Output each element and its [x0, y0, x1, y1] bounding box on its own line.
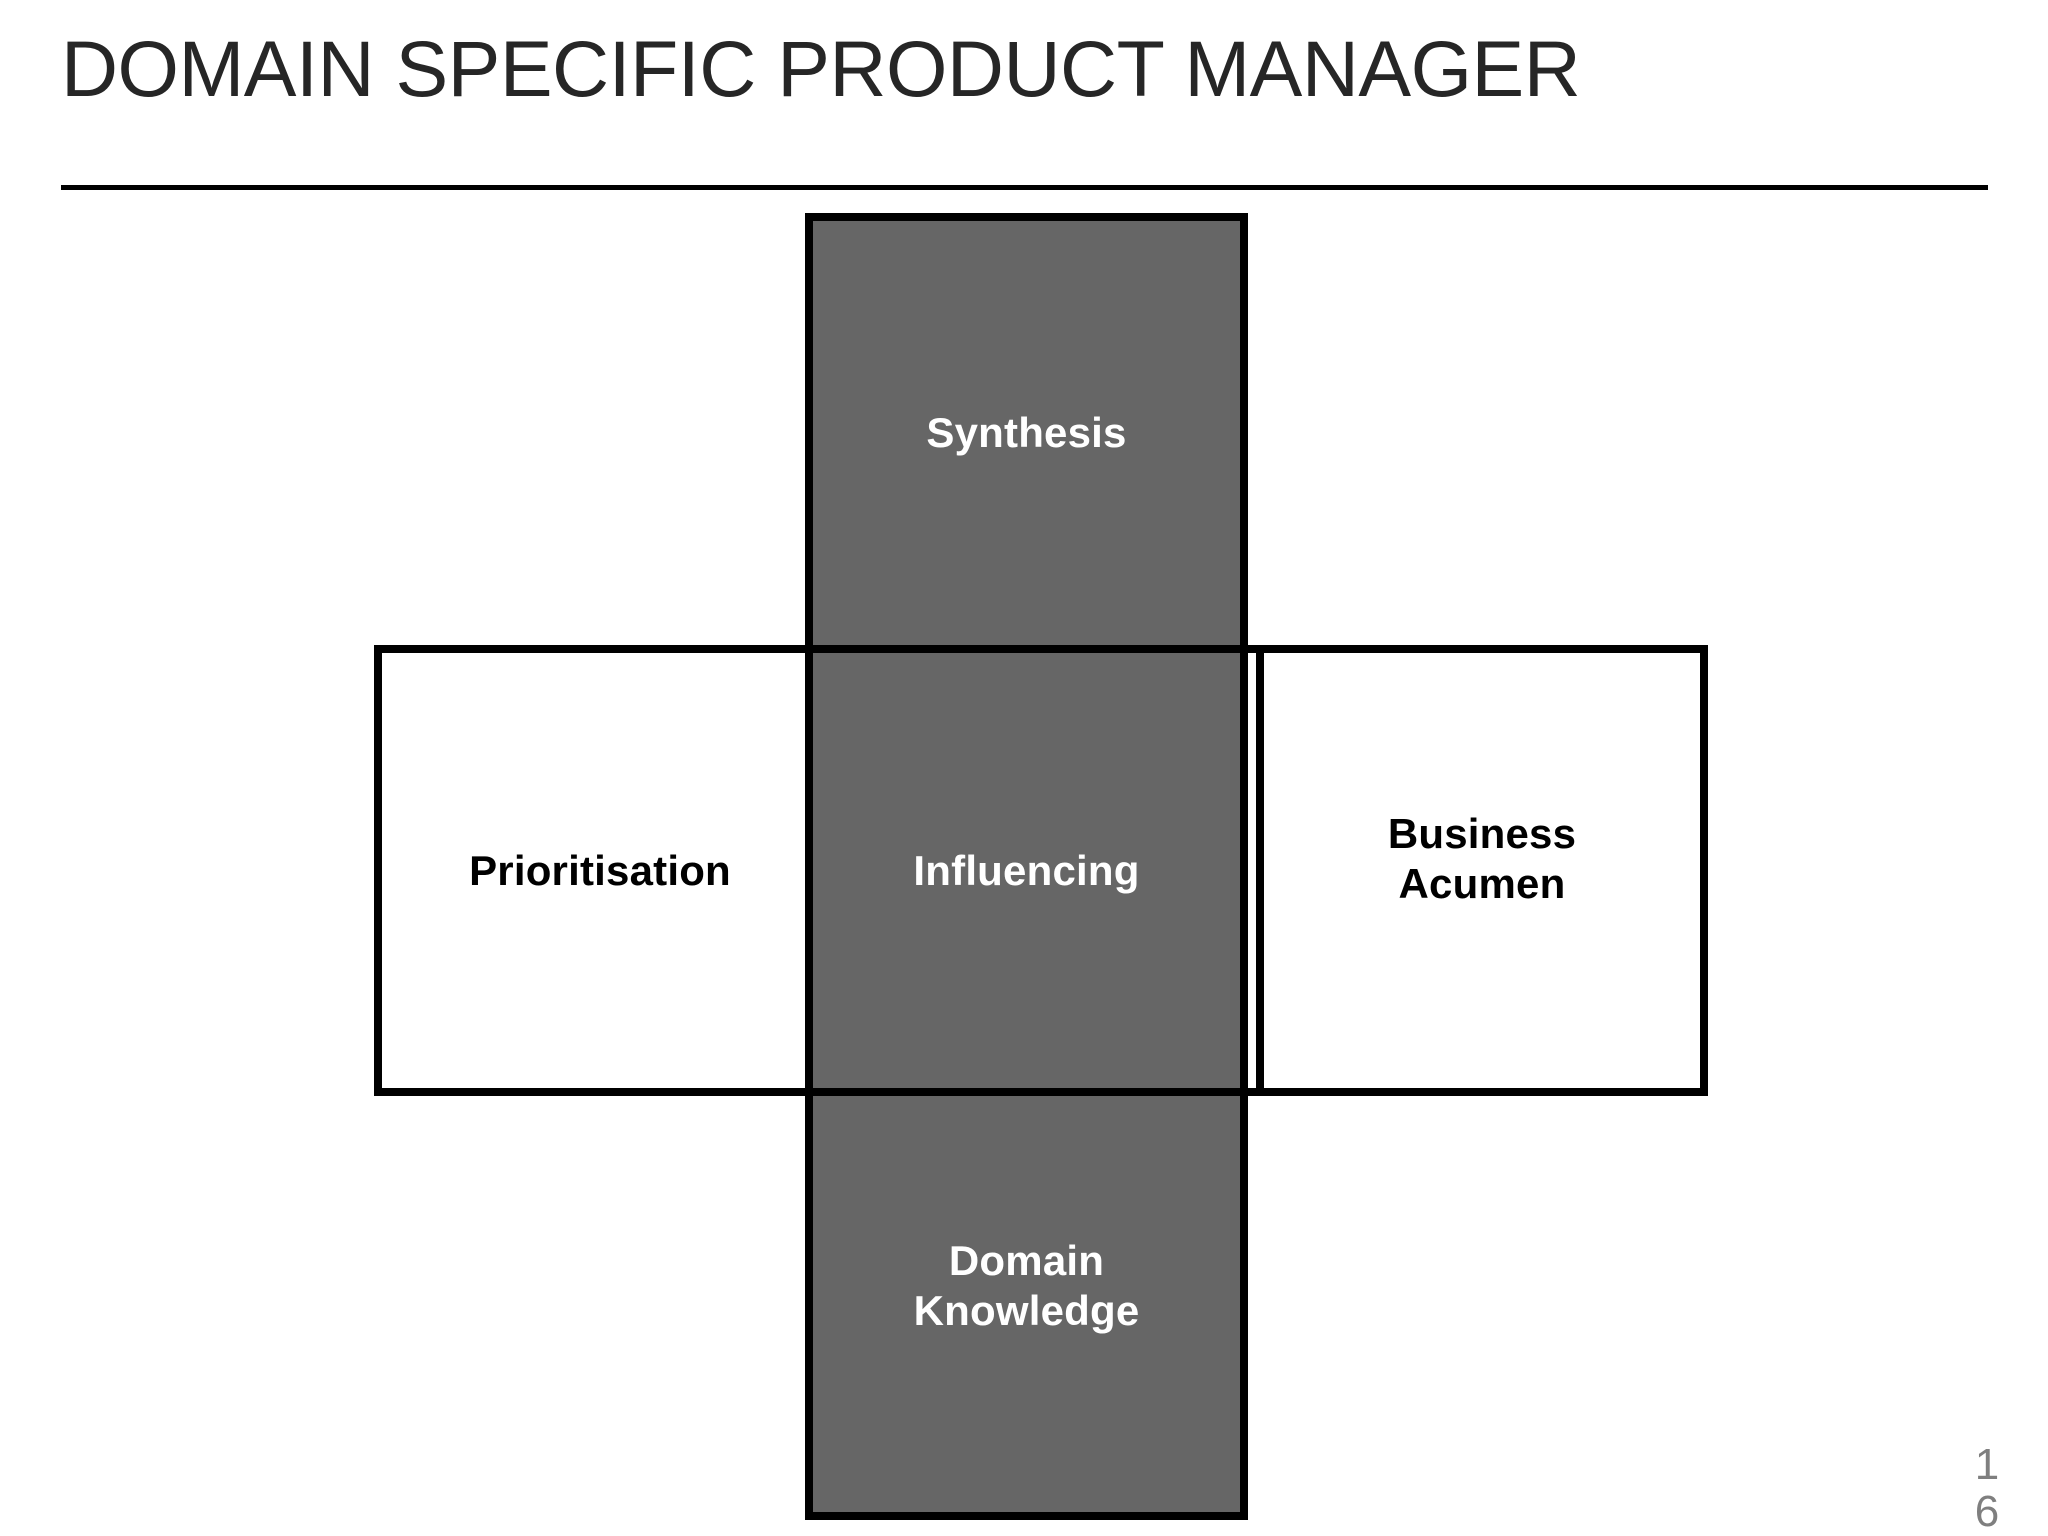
diagram-cell-prioritisation[interactable]: Prioritisation [374, 645, 826, 1096]
diagram-cell-business-acumen-label: Business Acumen [1388, 809, 1576, 908]
diagram-cell-prioritisation-label: Prioritisation [469, 846, 731, 894]
domain-knowledge-line-2: Knowledge [913, 1287, 1140, 1334]
page-title: DOMAIN SPECIFIC PRODUCT MANAGER [61, 24, 1581, 113]
diagram-cell-business-acumen[interactable]: Business Acumen [1256, 645, 1708, 1096]
diagram-cell-domain-knowledge[interactable]: Domain Knowledge [805, 1088, 1248, 1520]
diagram-cell-influencing[interactable]: Influencing [805, 645, 1248, 1096]
domain-knowledge-line-1: Domain [948, 1237, 1105, 1285]
title-divider [61, 185, 1988, 190]
diagram-cell-synthesis-label: Synthesis [926, 409, 1127, 457]
page-number: 16 [1974, 1439, 2000, 1536]
diagram-cell-influencing-label: Influencing [913, 846, 1140, 894]
business-acumen-line-2: Acumen [1398, 859, 1566, 907]
business-acumen-line-1: Business [1387, 809, 1577, 857]
diagram-cell-synthesis[interactable]: Synthesis [805, 213, 1248, 653]
diagram-cell-domain-knowledge-label: Domain Knowledge [914, 1236, 1140, 1335]
